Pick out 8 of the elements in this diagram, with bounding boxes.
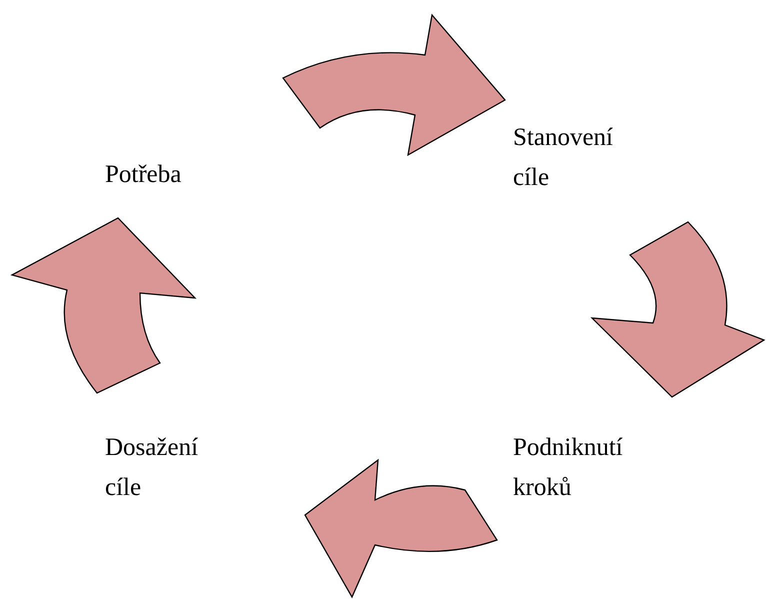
step-label: Stanovení cíle: [513, 118, 643, 198]
block-arrow: [11, 217, 196, 394]
block-arrow: [304, 459, 498, 598]
step-label: Podniknutí kroků: [513, 428, 643, 508]
block-arrow: [591, 221, 765, 398]
step-label: Potřeba: [105, 155, 225, 195]
block-arrow: [282, 14, 506, 156]
step-label: Dosažení cíle: [105, 428, 235, 508]
